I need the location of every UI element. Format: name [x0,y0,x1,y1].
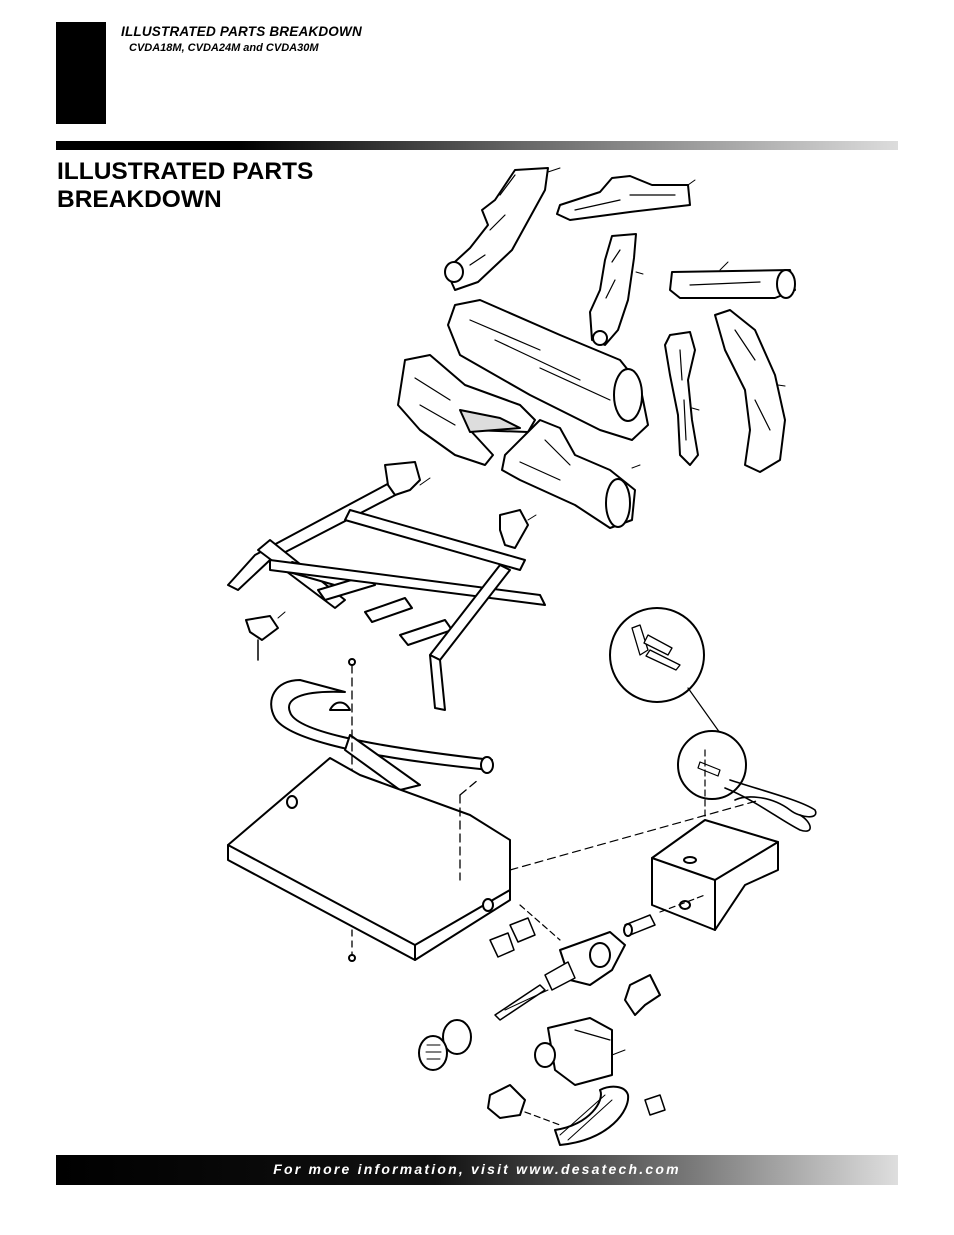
pilot-line-connector [623,894,706,937]
control-knob [418,1019,472,1071]
log-small-forked [589,233,644,346]
footer-link-text: For more information, visit www.desatech… [273,1161,681,1177]
log-grate [227,461,546,711]
burner-pan [227,757,511,962]
valve-fitting-left [489,799,761,958]
header-title: ILLUSTRATED PARTS BREAKDOWN [121,24,362,39]
pressure-regulator [534,1017,626,1086]
elbow-fitting-upper [624,974,661,1016]
log-branch-top [556,175,696,221]
valve-bracket [651,819,779,931]
header-models: CVDA18M, CVDA24M and CVDA30M [129,42,319,54]
grate-clip [245,611,286,661]
page-title-line2: BREAKDOWN [57,186,222,213]
log-large-front-right [501,419,641,529]
flare-fitting [644,1094,666,1116]
gas-valve [494,931,626,1021]
page-title-line1: ILLUSTRATED PARTS [57,158,314,185]
elbow-fitting-lower [487,1084,561,1126]
section-tab [56,22,106,124]
flex-gas-line [554,1085,630,1146]
page-title: ILLUSTRATED PARTS BREAKDOWN [57,158,313,214]
log-top-right [669,261,796,299]
log-side-curved [714,309,786,473]
log-branch-left [444,167,561,291]
log-side-thin [664,331,700,466]
log-large-rear [447,299,649,441]
footer-bar: For more information, visit www.desatech… [56,1155,898,1185]
log-large-front-left [397,354,536,466]
pilot-detail-callout [609,607,817,832]
header-rule [56,141,898,150]
